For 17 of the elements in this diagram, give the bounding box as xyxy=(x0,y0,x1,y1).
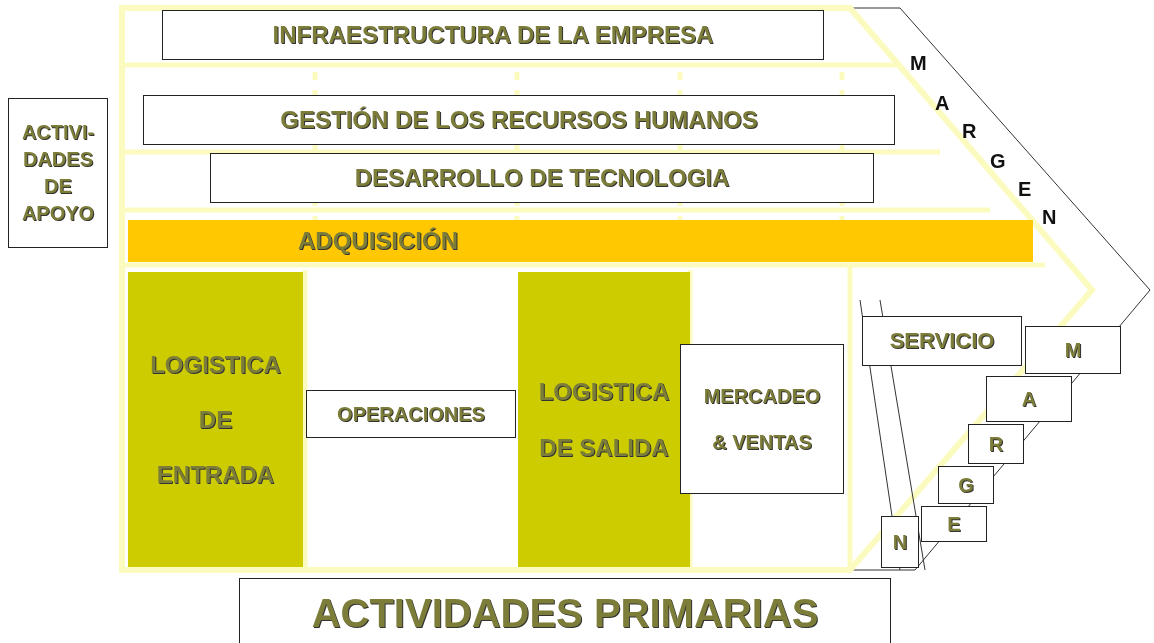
letter-box: N xyxy=(881,516,919,568)
primary-activities-box: ACTIVIDADES PRIMARIAS xyxy=(239,578,891,643)
infrastructure-box: INFRAESTRUCTURA DE LA EMPRESA xyxy=(162,10,824,60)
letter-box: A xyxy=(986,376,1072,422)
letter-box: G xyxy=(938,466,994,504)
human-resources-box: GESTIÓN DE LOS RECURSOS HUMANOS xyxy=(143,95,895,145)
letter-box: M xyxy=(1025,326,1121,374)
marketing-sales-box: MERCADEO & VENTAS xyxy=(680,344,844,494)
letter-box: R xyxy=(968,424,1024,464)
letter-box: E xyxy=(921,506,987,542)
procurement-band: ADQUISICIÓN xyxy=(128,220,1033,262)
operations-box: OPERACIONES xyxy=(306,390,516,438)
technology-box: DESARROLLO DE TECNOLOGIA xyxy=(210,153,874,203)
support-activities-box: ACTIVI- DADES DE APOYO xyxy=(8,98,108,248)
inbound-logistics-panel: LOGISTICA DE ENTRADA xyxy=(128,272,303,567)
service-box: SERVICIO xyxy=(862,316,1022,366)
outbound-logistics-panel: LOGISTICA DE SALIDA xyxy=(518,272,690,567)
